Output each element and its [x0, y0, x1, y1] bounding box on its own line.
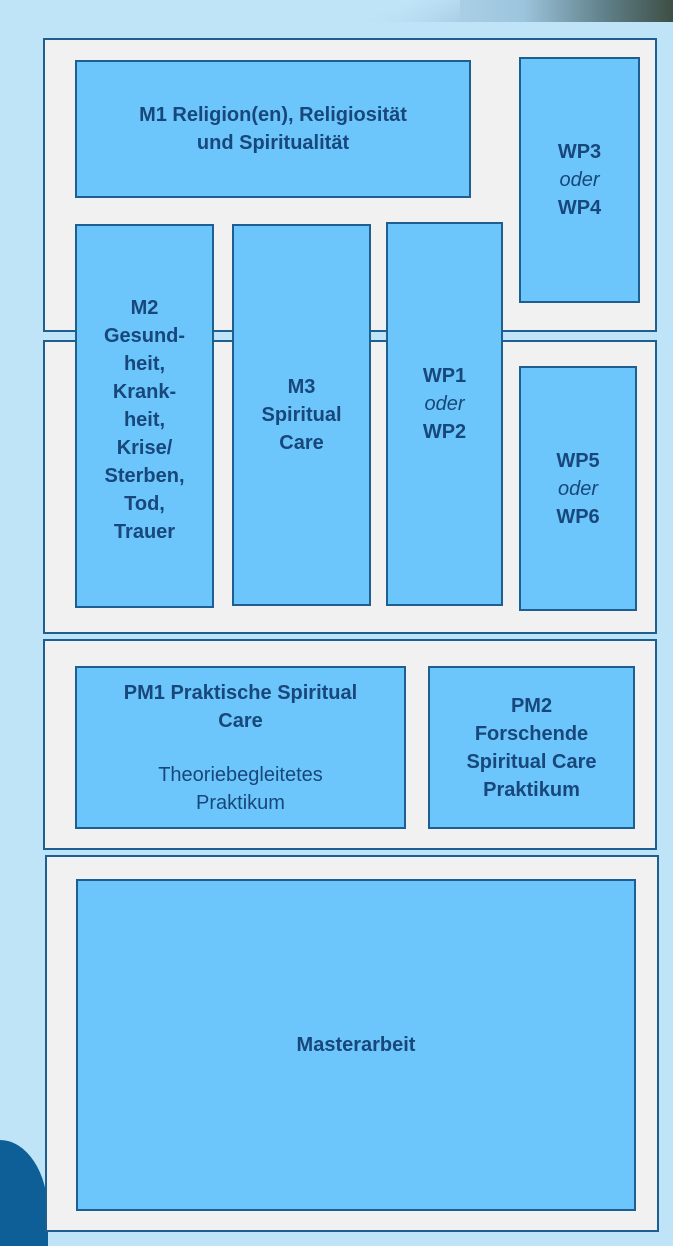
module-m3-line: Care [279, 432, 324, 454]
module-masterarbeit: Masterarbeit [76, 879, 636, 1211]
module-m3-line: M3 [287, 376, 316, 398]
module-m1-line: und Spiritualität [196, 132, 350, 154]
module-pm1-subtitle: Theoriebegleitetes [158, 763, 323, 786]
module-pm2-line: PM2 [510, 694, 553, 717]
module-m3: M3 Spiritual Care [232, 224, 371, 606]
module-m2-line: Krise/ [116, 437, 173, 459]
module-connector: oder [557, 477, 599, 500]
module-code: WP4 [557, 197, 602, 219]
module-connector: oder [559, 169, 600, 191]
module-pm1-title: PM1 Praktische Spiritual [123, 681, 358, 704]
module-wp1-wp2: WP1 oder WP2 [386, 222, 503, 606]
module-code: WP2 [422, 421, 467, 443]
module-pm2-line: Spiritual Care [466, 750, 597, 773]
module-m2-line: heit, [123, 353, 166, 375]
corner-accent-shape [0, 1140, 48, 1246]
module-code: WP1 [422, 365, 467, 387]
module-connector: oder [424, 393, 465, 415]
module-pm1-subtitle: Praktikum [196, 791, 285, 814]
module-m2-line: M2 [130, 297, 159, 319]
module-wp5-wp6: WP5 oder WP6 [519, 366, 637, 611]
module-pm1-title: Care [218, 709, 263, 732]
module-m1-line: M1 Religion(en), Religiosität [139, 104, 407, 126]
module-pm2-line: Praktikum [483, 778, 580, 801]
module-pm1: PM1 Praktische Spiritual Care Theoriebeg… [75, 666, 406, 829]
module-code: WP3 [557, 141, 602, 163]
masterarbeit-label: Masterarbeit [296, 1034, 416, 1056]
module-pm2-line: Forschende [474, 722, 589, 745]
module-m2-line: heit, [123, 409, 166, 431]
module-m1: M1 Religion(en), Religiosität und Spirit… [75, 60, 471, 198]
module-code: WP5 [556, 449, 600, 472]
module-m2-line: Krank- [112, 381, 177, 403]
module-pm2: PM2 Forschende Spiritual Care Praktikum [428, 666, 635, 829]
module-m2-line: Tod, [124, 493, 165, 515]
module-m3-line: Spiritual [261, 404, 342, 426]
module-wp3-wp4: WP3 oder WP4 [519, 57, 640, 303]
module-m2-line: Gesund- [103, 325, 186, 347]
module-m2: M2 Gesund- heit, Krank- heit, Krise/ Ste… [75, 224, 214, 608]
header-photo-strip [340, 0, 673, 22]
module-m2-line: Trauer [113, 521, 176, 543]
module-m2-line: Sterben, [104, 465, 185, 487]
module-code: WP6 [556, 505, 600, 528]
